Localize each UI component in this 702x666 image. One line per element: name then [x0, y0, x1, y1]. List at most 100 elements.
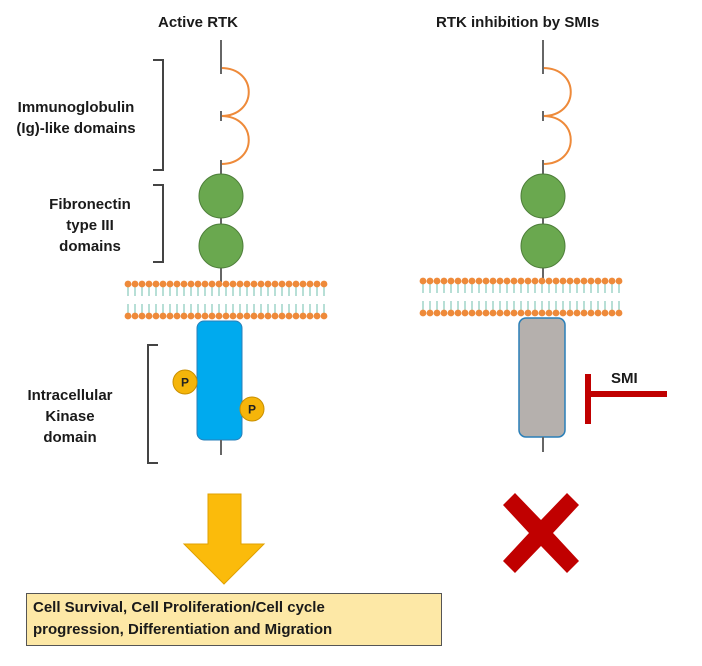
inhibited-membrane-lipid-head: [517, 277, 525, 285]
active-membrane-lipid-head: [215, 312, 223, 320]
kinase-label-line2: Kinase: [45, 408, 95, 425]
active-rtk-heading: Active RTK: [158, 14, 239, 31]
down-arrow-icon: [182, 493, 266, 585]
active-membrane-lipid-head: [250, 280, 258, 288]
inhibited-membrane-lipid-head: [524, 277, 532, 285]
inhibited-membrane-lipid-head: [538, 277, 546, 285]
inhibited-membrane-lipid-head: [587, 309, 595, 317]
inhibited-membrane-lipid-head: [524, 309, 532, 317]
inhibited-fibronectin-domain-1: [520, 173, 566, 219]
inhibited-membrane-lipid-head: [447, 309, 455, 317]
active-membrane-lipid-head: [159, 280, 167, 288]
active-membrane-lipid-head: [222, 312, 230, 320]
inhibited-membrane-lipid-head: [433, 277, 441, 285]
inhibited-membrane-lipid-head: [552, 309, 560, 317]
inhibited-membrane-lipid-head: [566, 309, 574, 317]
active-membrane-lipid-head: [278, 312, 286, 320]
inhibited-membrane-lipid-head: [440, 277, 448, 285]
inhibited-membrane-lipid-head: [601, 309, 609, 317]
active-rtk: P P: [172, 40, 265, 455]
phosphate-group-right: [239, 396, 265, 422]
active-membrane-lipid-head: [243, 280, 251, 288]
active-membrane-lipid-head: [285, 280, 293, 288]
phosphate-label-left: P: [181, 376, 189, 390]
smi-label: SMI: [611, 370, 638, 387]
cross-icon: [503, 493, 579, 573]
inhibited-membrane-lipid-head: [531, 277, 539, 285]
active-membrane-lipid-head: [257, 312, 265, 320]
active-ig-loop-2: [220, 115, 250, 165]
inhibited-membrane-lipid-head: [580, 277, 588, 285]
cross-shape: [503, 493, 579, 573]
phosphate-label-right: P: [248, 403, 256, 417]
inhibited-membrane-lipid-head: [517, 309, 525, 317]
inhibited-membrane-lipid-head: [482, 309, 490, 317]
inhibited-membrane-lipid-head: [594, 277, 602, 285]
inhibited-membrane-lipid-head: [552, 277, 560, 285]
inhibited-membrane-lipid-head: [510, 277, 518, 285]
active-membrane-lipid-head: [201, 280, 209, 288]
active-membrane-lipid-head: [271, 312, 279, 320]
active-membrane-lipid-head: [152, 312, 160, 320]
active-membrane-lipid-head: [236, 280, 244, 288]
inhibited-membrane-lipid-head: [468, 277, 476, 285]
inhibited-membrane-lipid-head: [566, 277, 574, 285]
active-membrane-lipid-head: [285, 312, 293, 320]
active-membrane-lipid-head: [306, 280, 314, 288]
inhibited-membrane-lipid-head: [573, 277, 581, 285]
inhibited-ig-loop-2: [542, 115, 572, 165]
inhibited-membrane-lipid-head: [559, 309, 567, 317]
active-membrane-lipid-head: [320, 280, 328, 288]
ig-domain-label: Immunoglobulin (Ig)-like domains: [2, 97, 150, 139]
inhibited-membrane-lipid-head: [419, 277, 427, 285]
kinase-label-line3: domain: [43, 429, 97, 446]
inhibited-membrane-lipid-head: [608, 309, 616, 317]
inhibited-membrane-lipid-head: [468, 309, 476, 317]
inhibited-membrane-lipid-head: [489, 277, 497, 285]
active-membrane-lipid-head: [229, 280, 237, 288]
active-ig-loop-1: [220, 67, 250, 117]
inhibition-bar-icon: [585, 374, 667, 424]
inhibited-membrane-lipid-head: [594, 309, 602, 317]
inhibited-membrane-lipid-head: [601, 277, 609, 285]
inhibited-membrane-lipid-head: [419, 309, 427, 317]
active-membrane-lipid-head: [180, 280, 188, 288]
active-membrane-lipid-head: [299, 280, 307, 288]
inhibited-rtk-heading: RTK inhibition by SMIs: [436, 14, 600, 31]
inhibited-membrane-lipid-head: [426, 277, 434, 285]
active-membrane-lipid-head: [299, 312, 307, 320]
inhibited-membrane-lipid-head: [454, 309, 462, 317]
inhibited-membrane-lipid-head: [475, 277, 483, 285]
active-membrane-lipid-head: [187, 280, 195, 288]
outcome-line-1: Cell Survival, Cell Proliferation/Cell c…: [33, 599, 325, 616]
inhibited-membrane-lipid-head: [447, 277, 455, 285]
inhibited-membrane-lipid-head: [461, 309, 469, 317]
active-kinase-domain: [196, 320, 243, 441]
active-membrane-lipid-head: [264, 312, 272, 320]
ig-domain-label-line2: (Ig)-like domains: [16, 120, 136, 137]
active-membrane-lipid-head: [250, 312, 258, 320]
active-membrane-lipid-head: [145, 280, 153, 288]
active-membrane-lipid-head: [194, 312, 202, 320]
active-membrane-lipid-head: [201, 312, 209, 320]
active-membrane-lipid-head: [306, 312, 314, 320]
active-membrane-lipid-head: [194, 280, 202, 288]
active-membrane-lipid-head: [222, 280, 230, 288]
inhibited-membrane-lipid-head: [454, 277, 462, 285]
active-membrane-lipid-head: [278, 280, 286, 288]
active-membrane-lipid-head: [243, 312, 251, 320]
inhibited-membrane-lipid-head: [461, 277, 469, 285]
active-membrane-lipid-head: [264, 280, 272, 288]
active-membrane-lipid-head: [215, 280, 223, 288]
active-membrane-lipid-head: [159, 312, 167, 320]
active-fibronectin-domain-2: [198, 223, 244, 269]
inhibited-membrane-lipid-head: [496, 277, 504, 285]
active-membrane-lipid-head: [173, 280, 181, 288]
fibronectin-bracket: [153, 184, 164, 263]
ig-domain-label-line1: Immunoglobulin: [17, 99, 135, 116]
active-membrane-lipid-head: [166, 280, 174, 288]
active-membrane-lipid-head: [152, 280, 160, 288]
inhibited-membrane-lipid-head: [496, 309, 504, 317]
active-membrane-lipid-head: [313, 312, 321, 320]
